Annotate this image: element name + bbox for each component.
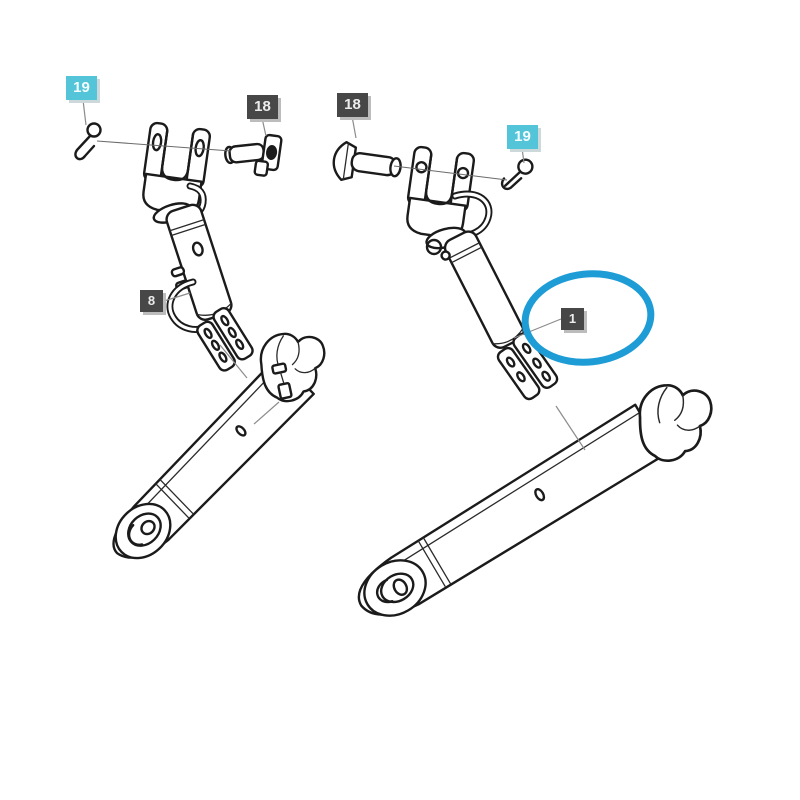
highlight-ellipse (521, 270, 655, 366)
leader-18-right (351, 115, 357, 139)
callout-18-right: 18 (337, 93, 368, 117)
callout-18-left: 18 (247, 95, 278, 119)
leader-1 (513, 318, 562, 339)
leader-19-right (521, 147, 525, 164)
leader-pin-to-hole-left (253, 401, 280, 425)
latch-pin-left-arm (271, 362, 293, 400)
callout-19-right: 19 (507, 125, 538, 149)
lower-link-arm-right (357, 403, 666, 617)
axis-line-left (96, 140, 232, 152)
arm-hook-end-right (638, 383, 713, 463)
clevis-pin-left (224, 133, 283, 177)
leader-link-to-arm-right (555, 405, 586, 451)
leader-19-left (82, 99, 87, 126)
callout-8: 8 (140, 290, 163, 312)
axis-line-right (393, 165, 508, 181)
lower-link-arm-left (112, 355, 315, 560)
leader-link-to-arm-left (219, 344, 248, 379)
leader-8 (163, 292, 191, 302)
clevis-pin-right (332, 140, 402, 182)
r-clip-left (74, 122, 102, 161)
callout-1: 1 (561, 308, 584, 330)
clevis-fork-right (406, 145, 476, 239)
leveling-body-left (165, 203, 233, 321)
r-clip-right (500, 158, 534, 191)
leader-18-left (261, 117, 267, 137)
collar-clip-right (425, 238, 443, 256)
link-end-plates-left (196, 306, 254, 372)
link-end-plates-right (496, 332, 559, 401)
callout-19-left: 19 (66, 76, 97, 100)
lift-rod-body-right (440, 230, 525, 349)
